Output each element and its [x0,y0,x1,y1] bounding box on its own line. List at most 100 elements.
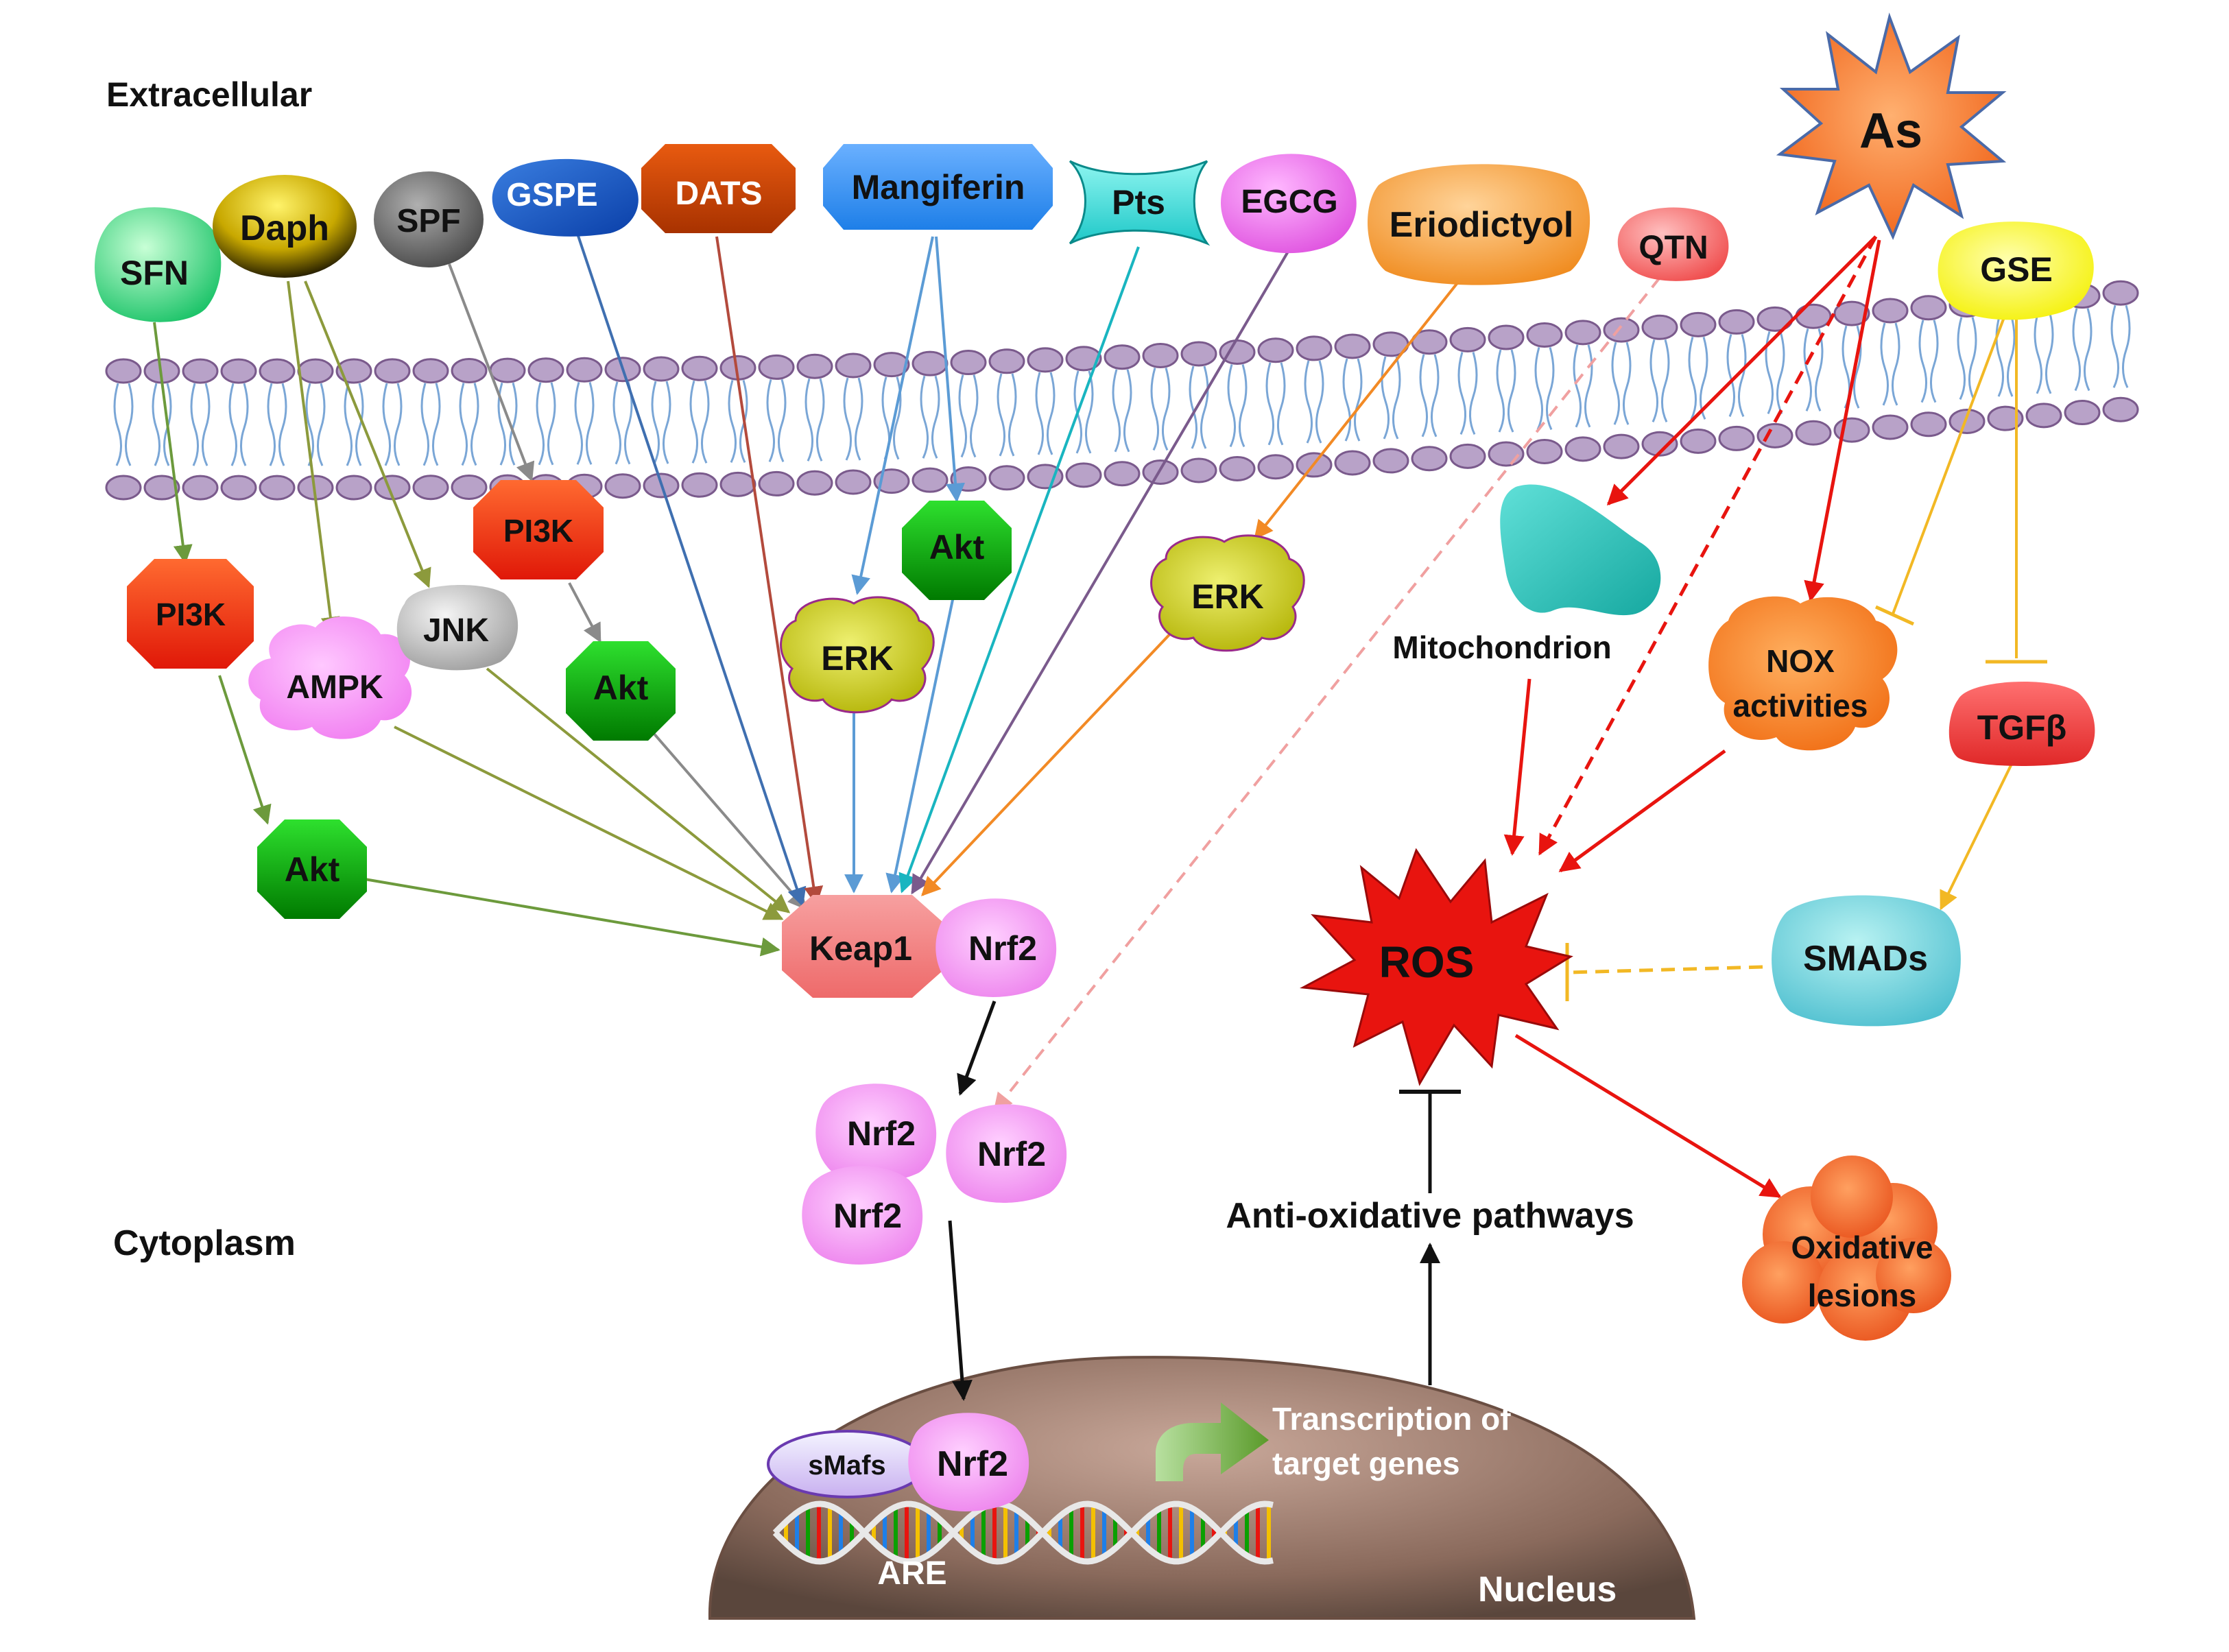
lipid-head [1603,317,1640,343]
node-ros-label: ROS [1379,937,1475,987]
node-nrf2-bound-label: Nrf2 [968,929,1037,968]
lipid-tails [1189,366,1209,449]
node-lesions-label-line1: Oxidative [1791,1230,1933,1265]
lipid-tails [1381,356,1401,440]
lipid-head [259,475,296,501]
anti-oxidative-label: Anti-oxidative pathways [1226,1196,1634,1236]
node-akt-right-label: Akt [929,528,985,566]
lipid-tails [1918,320,1939,403]
node-jnk: JNK [396,585,518,671]
transcription-label-line1: Transcription of [1272,1401,1511,1437]
lipid-tails [1419,354,1440,438]
lipid-tails [459,383,479,466]
as-starburst-icon [1776,12,2007,241]
lipid-head [1910,411,1947,438]
transcription-arrow-icon [1156,1402,1269,1481]
lipid-head [527,357,564,383]
lipid-head [1564,436,1601,462]
node-erk-right-label: ERK [1191,577,1264,616]
lipid-head [1756,422,1793,448]
node-nrf2-b-label: Nrf2 [977,1135,1046,1173]
compound-gse: GSE [1938,222,2094,320]
node-smads-label: SMADs [1803,939,1928,979]
lipid-head [835,352,872,379]
lipid-tails [497,382,518,466]
lipid-head [835,469,872,495]
node-akt-left-label: Akt [285,850,340,889]
lipid-head [796,353,833,379]
compound-as-label: As [1859,104,1922,158]
lipid-head [1219,455,1256,481]
lipid-head [412,475,449,501]
lipid-head [1641,431,1678,457]
node-nrf2-a-label: Nrf2 [847,1114,916,1153]
region-nucleus-label: Nucleus [1478,1570,1617,1609]
compound-gspe-label: GSPE [506,177,597,213]
node-erk-right: ERK [1150,534,1305,652]
lipid-tails [344,383,364,466]
lipid-tails [1611,342,1632,425]
node-keap1: Keap1 [782,895,943,998]
lipid-tails [1112,369,1132,453]
lipid-tails [1726,334,1747,418]
lipid-head [1488,324,1525,350]
lipid-head [2102,280,2139,306]
node-akt-left: Akt [257,819,367,919]
lipid-head [1372,448,1409,474]
compound-sfn: SFN [95,207,222,322]
lipid-tails [1534,347,1555,431]
lipid-tails [612,381,633,465]
node-lesions-label-line2: lesions [1808,1278,1917,1313]
lipid-tails [536,382,556,466]
node-pi3k-left: PI3K [127,559,254,669]
lipid-tails [689,380,710,464]
lipid-head [451,357,488,383]
node-pi3k-left-label: PI3K [156,597,226,632]
node-akt-right: Akt [902,501,1012,600]
lipid-head [758,470,795,496]
node-nox: NOX activities [1708,596,1898,751]
compound-as: As [1776,12,2007,241]
lipid-head [1449,326,1486,352]
compound-mangiferin-label: Mangiferin [852,168,1025,206]
lipid-head [1411,446,1448,472]
node-tgfb: TGFβ [1948,681,2095,766]
lipid-head [1065,346,1102,372]
compound-spf: SPF [374,171,484,267]
node-tgfb-label: TGFβ [1977,708,2067,747]
compound-sfn-label: SFN [120,254,189,292]
lipid-head [1564,320,1601,346]
node-keap1-label: Keap1 [809,929,912,968]
lipid-tails [1880,322,1900,406]
node-erk-left-label: ERK [821,639,894,678]
lipid-head [374,358,411,384]
lipid-tails [2110,304,2131,388]
node-ros: ROS [1299,848,1573,1086]
node-mitochondrion: Mitochondrion [1392,484,1661,665]
lipid-head [182,358,219,384]
node-erk-left: ERK [780,596,935,714]
node-pi3k-mid-label: PI3K [503,513,573,549]
node-nrf2-b: Nrf2 [946,1104,1067,1203]
lipid-head [1027,347,1064,373]
lipid-head [873,352,910,378]
lipid-head [566,357,603,383]
lipid-tails [2072,308,2093,392]
lipid-head [1833,300,1870,326]
ros-starburst-icon [1299,848,1573,1086]
lipid-tails [1649,339,1670,422]
lipid-tails [958,374,979,458]
lipid-tails [1573,344,1593,428]
compound-eriodictyol: Eriodictyol [1367,164,1590,285]
lipid-tails [1957,317,1977,400]
lipid-head [911,350,949,376]
lipid-head [2025,403,2062,429]
node-mitochondrion-label: Mitochondrion [1392,630,1611,665]
lipid-head [758,354,795,380]
lipid-head [1257,337,1294,363]
compound-qtn: QTN [1617,207,1729,281]
lipid-head [489,357,526,383]
compound-egcg: EGCG [1221,154,1357,254]
lipid-tails [113,383,134,466]
lipid-head [2064,400,2101,426]
